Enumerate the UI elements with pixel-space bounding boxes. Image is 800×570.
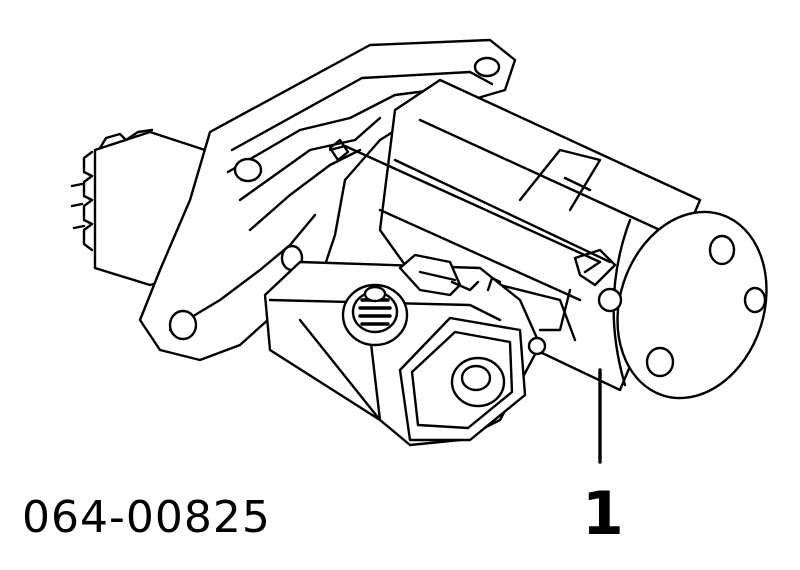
mount-hole-top	[473, 56, 501, 78]
mount-hole-bottom	[168, 309, 198, 341]
callout-number: 1	[582, 479, 624, 549]
part-code-label: 064-00825	[22, 492, 271, 543]
solenoid-bolt	[527, 336, 547, 356]
cap-hole-bottom	[645, 346, 675, 378]
cap-hole-right	[743, 286, 767, 314]
connector-tab	[398, 253, 480, 297]
through-bolt	[328, 144, 623, 342]
solenoid	[263, 260, 547, 447]
mounting-flange	[138, 38, 517, 362]
end-cap	[612, 210, 768, 400]
terminal-stud	[341, 283, 409, 347]
cap-hole-top	[708, 234, 736, 266]
mount-hole-mid	[233, 157, 263, 183]
